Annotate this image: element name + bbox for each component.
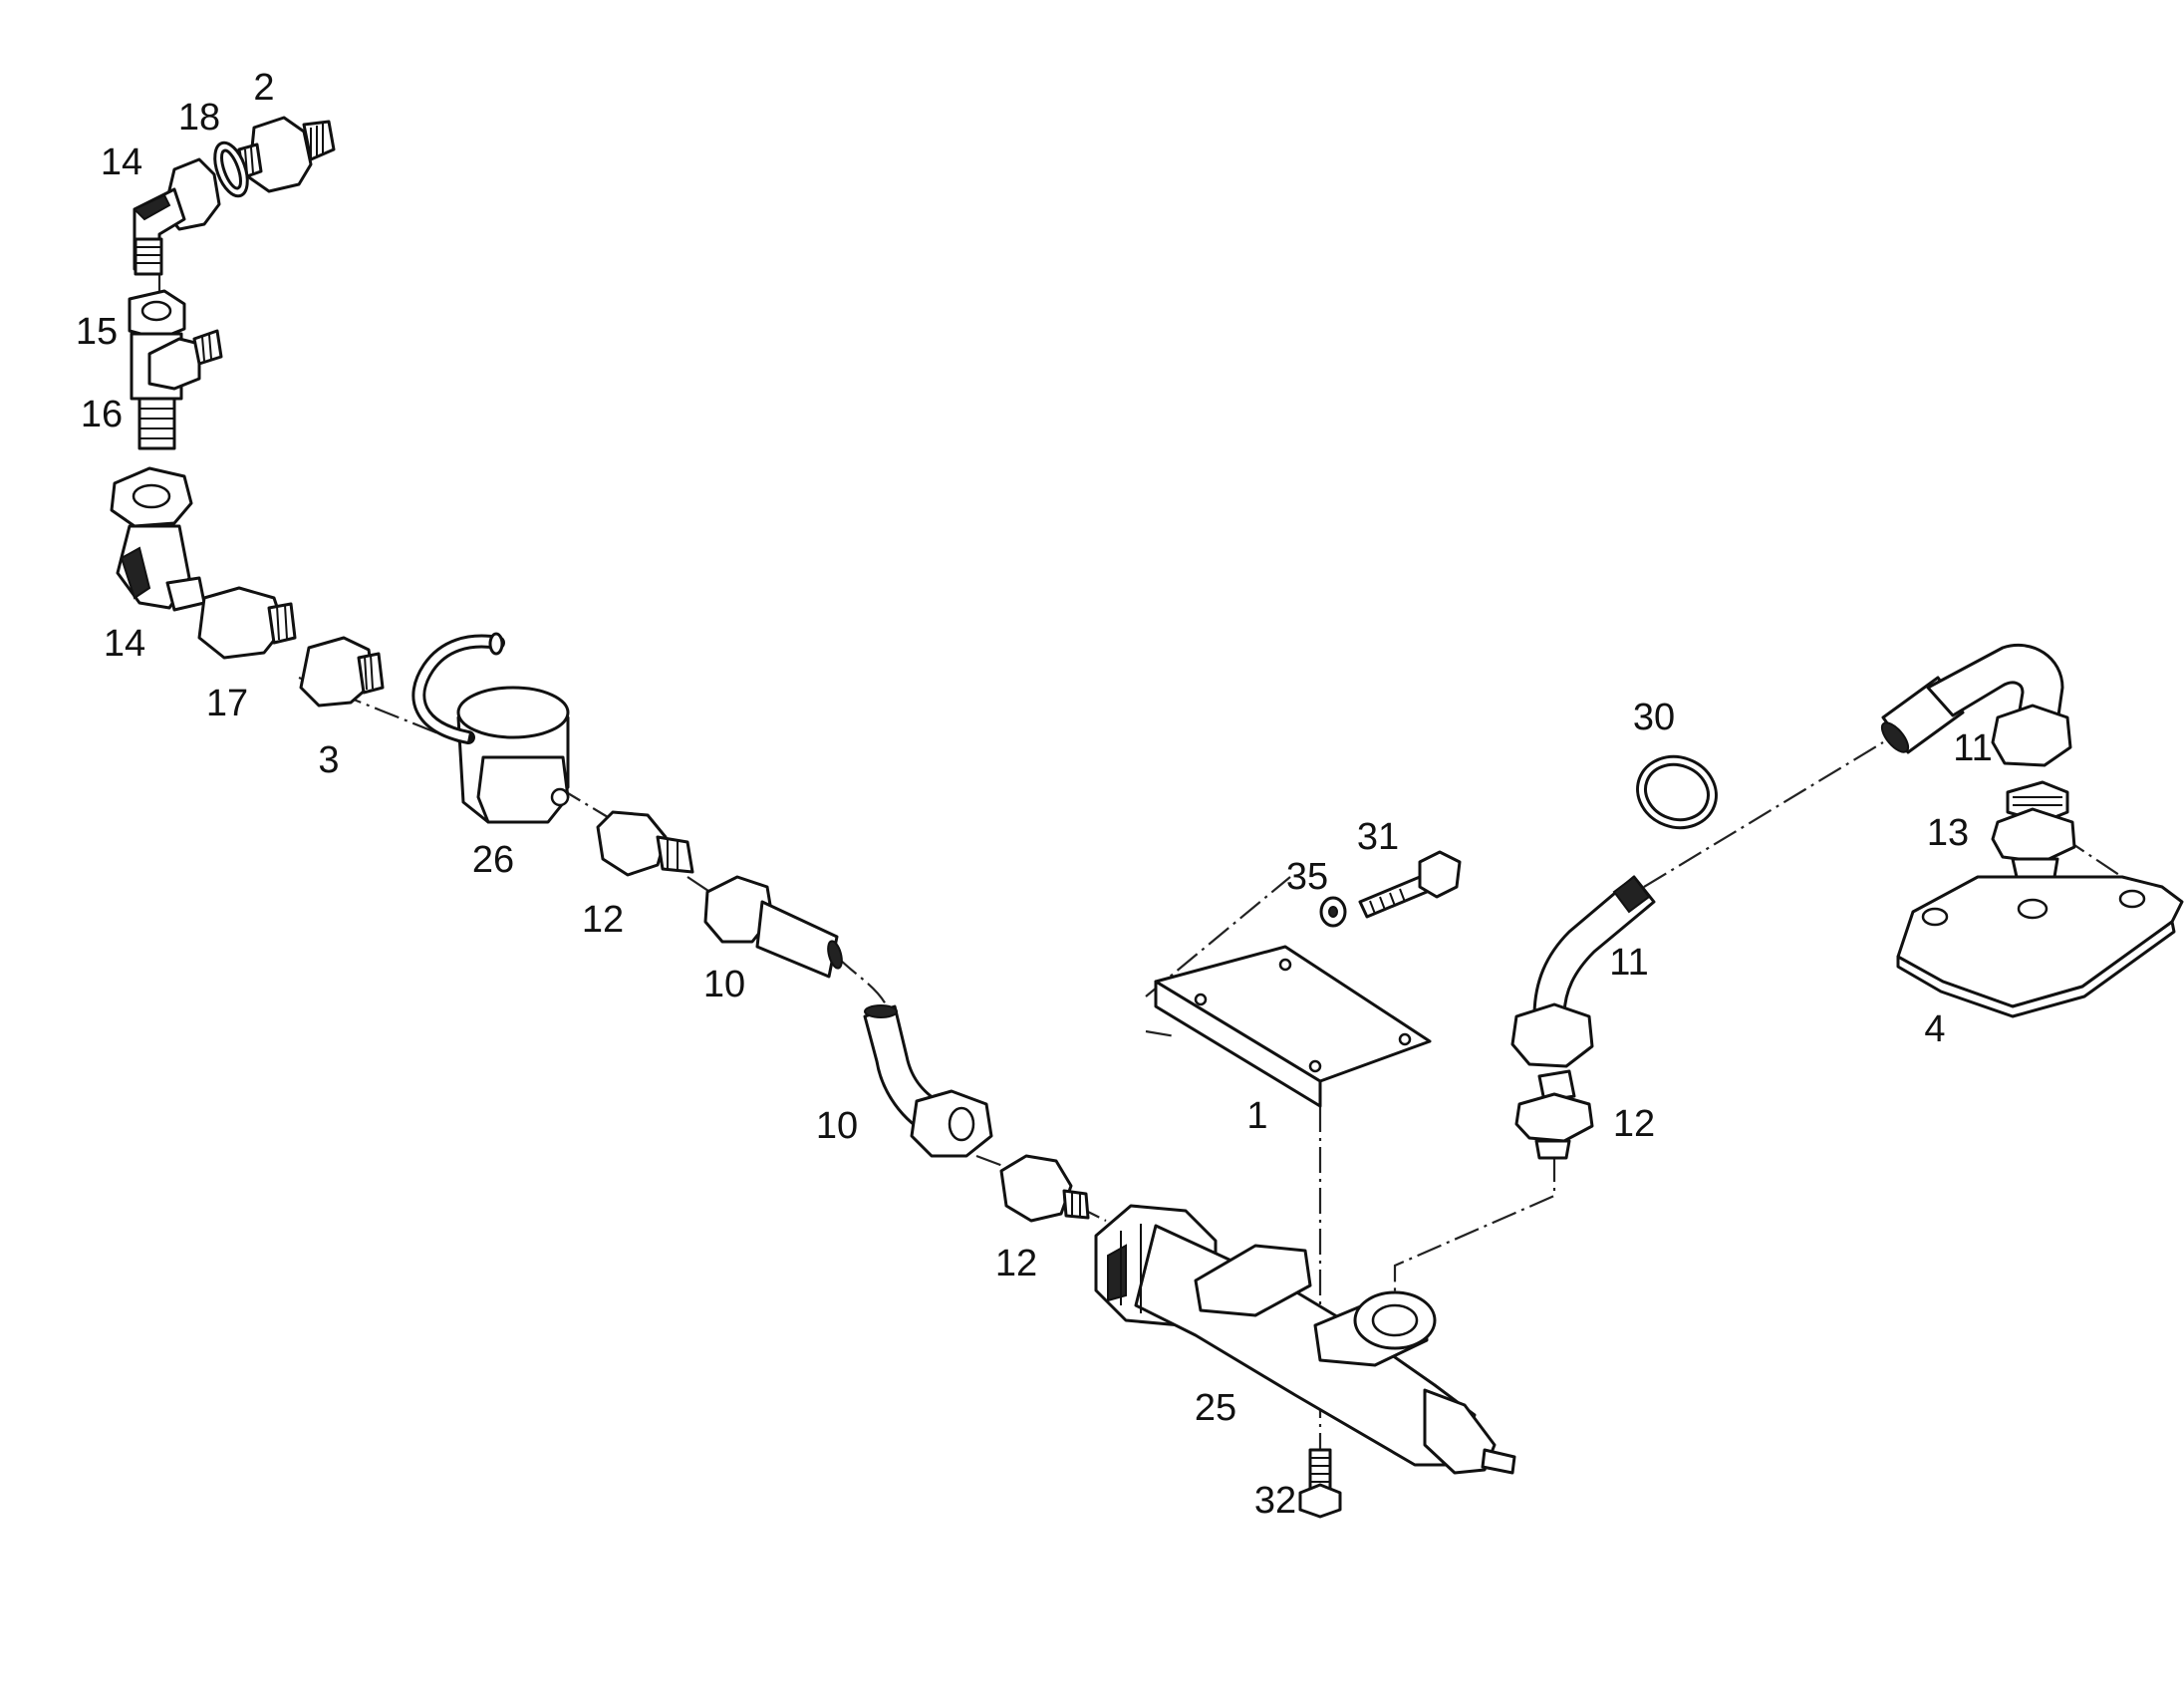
part-12-adapter-upper [596,810,694,877]
part-13-double-nipple [1991,780,2076,879]
callout-14-upper: 14 [101,142,142,183]
callout-2: 2 [253,67,274,109]
part-15-16-tee-fitting [128,289,223,450]
callout-12-right: 12 [1613,1103,1655,1145]
part-11-elbow-hose-upper [1880,643,2072,767]
callout-11-upper: 11 [1953,727,1992,769]
callout-18: 18 [178,97,220,139]
part-31-bolt [1358,850,1462,919]
callout-13: 13 [1927,812,1969,854]
part-1-bracket [1154,945,1432,1108]
part-10-hose-end-upper [703,875,843,979]
part-25-valve-body [1094,1204,1516,1475]
part-11-bent-hose-lower [1510,875,1656,1068]
callout-4: 4 [1924,1008,1945,1050]
part-18-seal-ring [213,141,249,198]
callout-3: 3 [318,739,339,781]
callout-17: 17 [206,683,248,724]
part-26-sensor-block [411,632,570,824]
part-2-fitting [237,116,336,193]
part-30-ring [1636,754,1718,830]
callout-31: 31 [1357,816,1399,858]
leader-line-bracket-left [1145,1029,1177,1038]
callout-12-upper: 12 [582,899,624,941]
leader-line-12-to-25-right [1393,1156,1556,1295]
callout-32: 32 [1254,1480,1296,1522]
leader-line-bracket-to-bolt [1145,876,1291,997]
part-4-flange-plate [1896,875,2184,1018]
part-17-union-nut [197,586,297,660]
part-14-elbow-upper [133,157,221,276]
callout-11-lower: 11 [1609,942,1648,984]
leader-line-11-to-11 [1643,741,1884,888]
callout-16: 16 [81,394,123,435]
part-12-adapter-middle [999,1154,1090,1223]
callout-15: 15 [76,311,118,353]
callout-25: 25 [1195,1387,1236,1429]
callout-26: 26 [472,839,514,881]
callout-14-lower: 14 [104,623,145,665]
callout-35: 35 [1286,856,1328,898]
callout-10-lower: 10 [816,1105,858,1147]
callout-10-upper: 10 [703,964,745,1005]
leader-line-12-to-10 [686,876,718,898]
callout-12-middle: 12 [995,1243,1037,1284]
leader-line-hose-10 [836,956,888,1007]
part-14-elbow-lower [110,466,206,612]
callout-30: 30 [1633,697,1675,738]
part-12-adapter-right [1514,1069,1594,1160]
part-35-washer [1319,896,1347,928]
leader-line-10-to-12 [975,1154,1017,1173]
part-32-bolt [1298,1448,1342,1519]
callout-1: 1 [1246,1095,1267,1137]
part-10-bent-hose-lower [863,1004,993,1158]
part-3-nipple [299,636,385,708]
